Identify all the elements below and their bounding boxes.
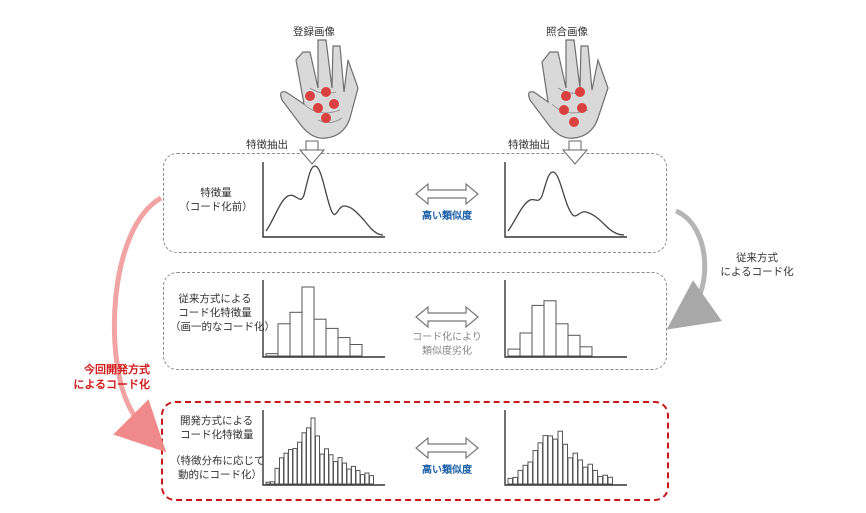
palm-right-icon (529, 40, 608, 138)
double-arrow-icon (416, 184, 478, 204)
down-arrow-icon (563, 141, 587, 164)
histogram-bar (320, 454, 324, 484)
histogram-bar (266, 354, 278, 356)
curved-arrow-icon (676, 211, 705, 318)
query-image-label: 照合画像 (546, 25, 588, 39)
histogram-bar (334, 462, 338, 484)
histogram-bar (568, 458, 573, 484)
conventional-coding-side-label: 従来方式 によるコード化 (712, 251, 802, 279)
histogram-bar (578, 460, 583, 484)
curved-arrow-icon (114, 198, 161, 438)
histogram-bar (326, 328, 338, 356)
histogram-bar (314, 319, 326, 356)
histogram-bar (370, 476, 374, 484)
histogram-bar (568, 335, 580, 356)
high-similarity-label: 高い類似度 (407, 210, 487, 224)
histogram-bar (538, 443, 543, 484)
histogram-bar (532, 305, 544, 356)
histogram-bar (588, 464, 593, 484)
histogram-bar (356, 470, 360, 484)
histogram-bar (558, 431, 563, 484)
histogram-bar (290, 312, 302, 356)
histogram-bar (548, 436, 553, 484)
histogram-bar (573, 453, 578, 484)
new-method-coded-feature-label: 開発方式による コード化特徴量 (180, 414, 254, 442)
histogram-bar (608, 477, 613, 484)
histogram-bar (598, 477, 603, 484)
histogram-bar (311, 418, 315, 484)
double-arrow-icon (416, 307, 478, 327)
feature-curve-left (263, 162, 385, 237)
double-arrow-icon (416, 438, 478, 458)
histogram-bar (347, 469, 351, 484)
histogram-bar (329, 455, 333, 484)
histogram-bar (284, 453, 288, 484)
histogram-bar (278, 324, 290, 356)
histogram-bar (338, 338, 350, 356)
histogram-bar (280, 458, 284, 484)
histogram-bar (556, 324, 568, 356)
histogram-bar (302, 287, 314, 356)
palm-left-icon (281, 40, 358, 138)
pre-coding-feature-label: 特徴量 （コード化前） (176, 186, 256, 214)
histogram-bar (593, 470, 598, 484)
histogram-bar (563, 444, 568, 484)
similarity-degraded-label: コード化により 類似度劣化 (407, 331, 487, 359)
histogram-bar (508, 478, 513, 484)
histogram-bar (518, 470, 523, 484)
conventional-histogram-left (266, 287, 362, 356)
histogram-bar (338, 458, 342, 484)
histogram-bar (293, 448, 297, 484)
histogram-bar (603, 475, 608, 484)
histogram-bar (365, 473, 369, 484)
histogram-bar (343, 463, 347, 484)
histogram-bar (583, 467, 588, 484)
histogram-bar (302, 433, 306, 484)
histogram-bar (271, 482, 275, 484)
histogram-bar (275, 468, 279, 484)
dynamic-coding-note: （特徴分布に応じて 動的にコード化） (170, 454, 265, 482)
histogram-bar (266, 482, 270, 484)
new-method-coding-side-label: 今回開発方式 によるコード化 (50, 362, 150, 392)
conventional-histogram-right (508, 301, 592, 356)
registered-image-label: 登録画像 (293, 25, 335, 39)
histogram-bar (533, 451, 538, 484)
high-similarity-label: 高い類似度 (407, 464, 487, 478)
histogram-bar (508, 349, 520, 356)
histogram-bar (520, 333, 532, 356)
histogram-bar (580, 347, 592, 356)
histogram-bar (528, 462, 533, 484)
feature-extraction-left-label: 特徴抽出 (246, 138, 288, 152)
histogram-bar (361, 475, 365, 484)
conventional-coded-feature-label: 従来方式による コード化特徴量 （画一的なコード化） (170, 292, 260, 334)
new-method-histogram-left (266, 418, 374, 484)
histogram-bar (352, 466, 356, 484)
down-arrow-icon (300, 141, 324, 164)
histogram-bar (543, 436, 548, 484)
histogram-bar (289, 450, 293, 484)
histogram-bar (553, 439, 558, 484)
histogram-bar (544, 301, 556, 356)
histogram-bar (316, 436, 320, 484)
new-method-histogram-right (508, 431, 613, 484)
histogram-bar (513, 477, 518, 484)
histogram-bar (298, 442, 302, 484)
histogram-bar (325, 449, 329, 484)
histogram-bar (350, 345, 362, 357)
feature-extraction-right-label: 特徴抽出 (508, 138, 550, 152)
feature-curve-right (505, 162, 627, 237)
histogram-bar (307, 428, 311, 484)
histogram-bar (523, 465, 528, 484)
